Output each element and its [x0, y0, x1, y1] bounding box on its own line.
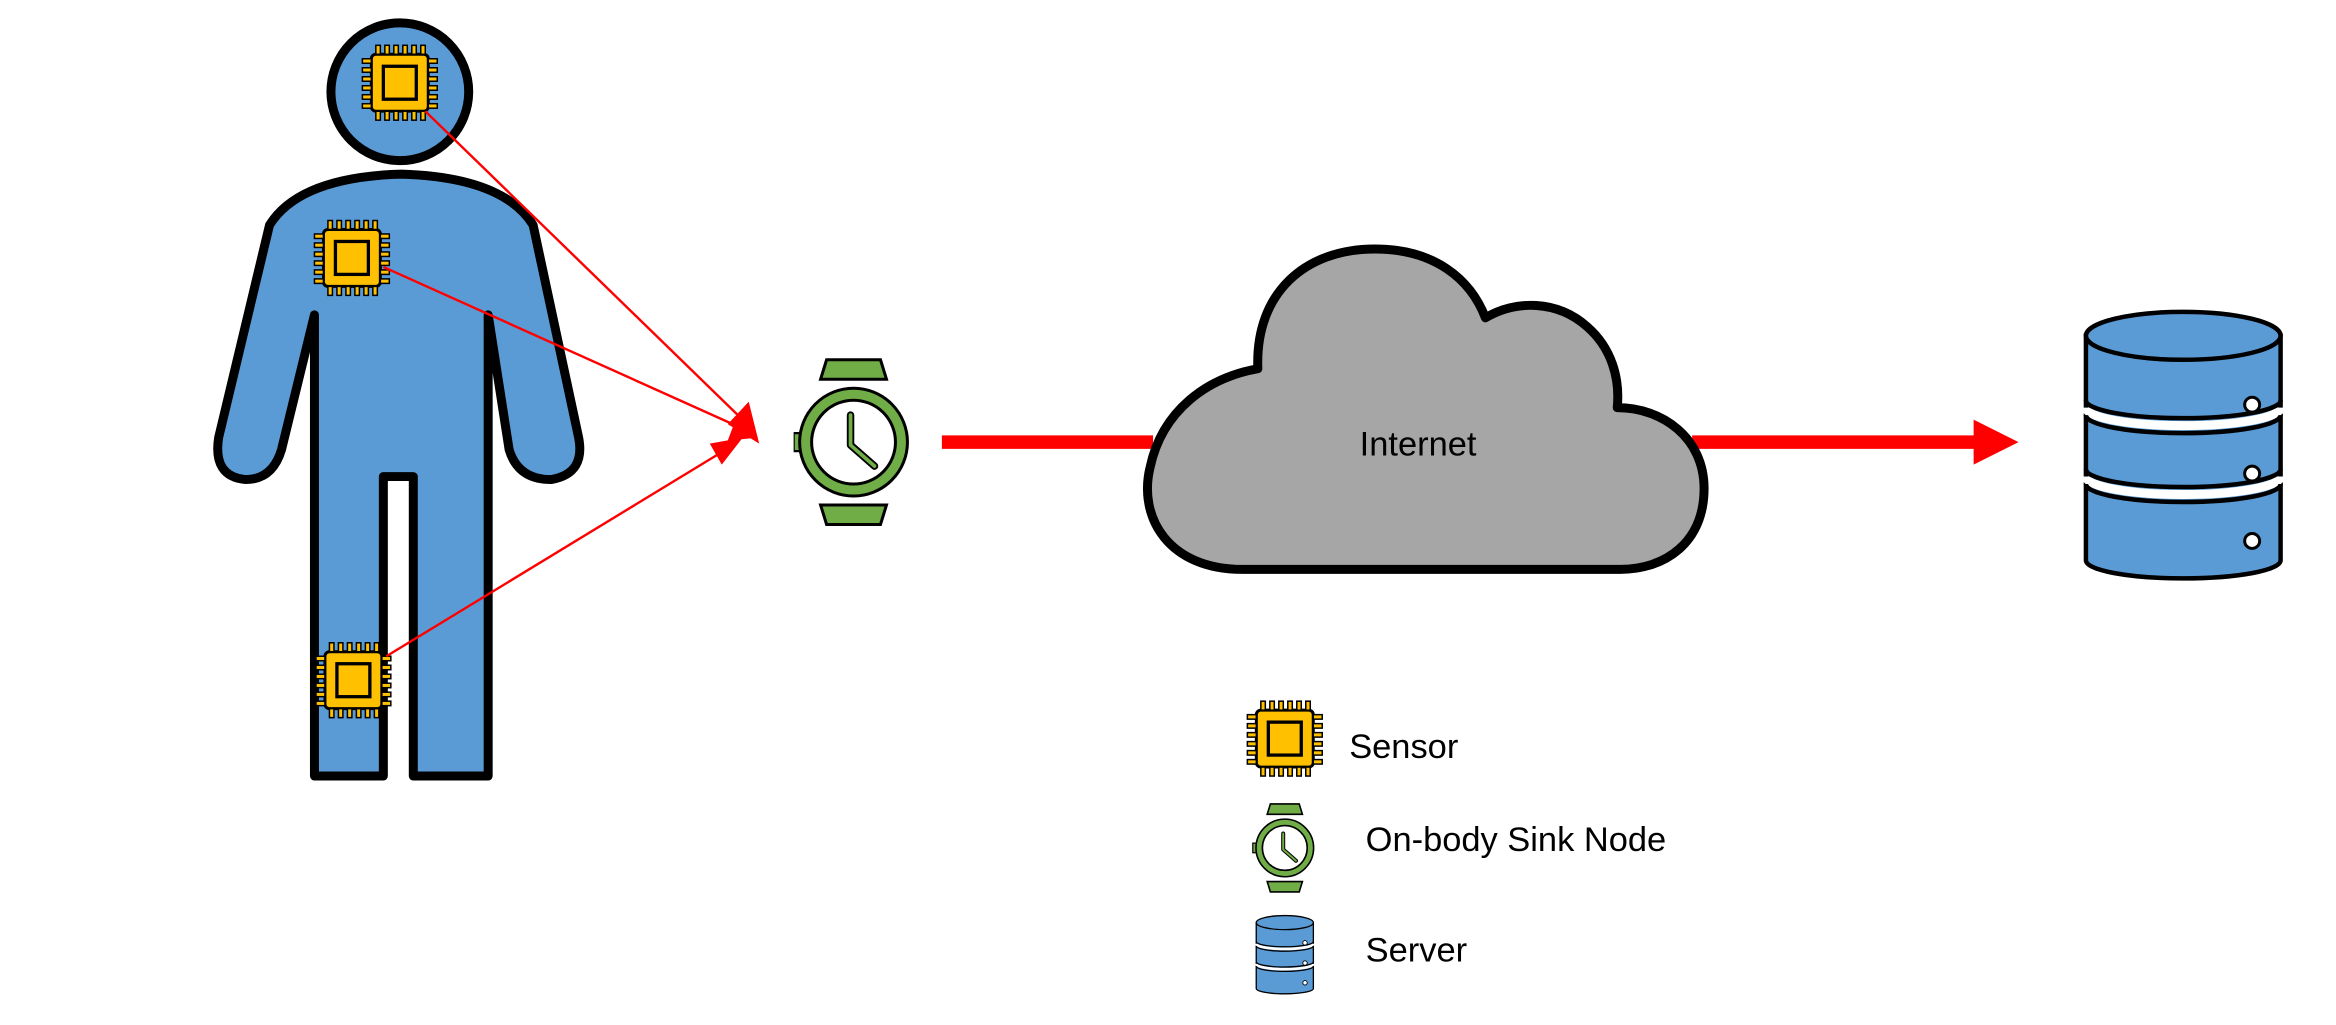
sink-node-watch-icon — [794, 360, 908, 525]
legend-label-sink-node: On-body Sink Node — [1366, 821, 1667, 859]
arrowhead-chest-link — [727, 416, 758, 441]
link-chest-to-sink — [382, 265, 744, 430]
sensor-leg-icon — [314, 641, 393, 720]
legend: Sensor On-body Sink Node Server — [1245, 699, 1667, 995]
legend-server-icon — [1254, 914, 1315, 995]
legend-watch-icon — [1253, 804, 1314, 892]
sensor-head-icon — [360, 43, 439, 122]
legend-label-server: Server — [1366, 932, 1467, 970]
internet-label: Internet — [1360, 426, 1477, 464]
internet-cloud-icon — [1142, 244, 1709, 574]
arrowhead-leg-link — [709, 437, 743, 465]
human-figure — [213, 18, 585, 781]
wireless-links — [382, 110, 750, 658]
legend-sensor-icon — [1245, 699, 1324, 778]
human-body — [213, 169, 585, 781]
link-leg-to-sink — [385, 445, 732, 658]
legend-label-sensor: Sensor — [1349, 728, 1458, 766]
arrowhead-to-server — [1973, 419, 2019, 465]
link-head-to-sink — [424, 110, 750, 427]
sensor-chest-icon — [312, 219, 391, 297]
server-icon — [2086, 312, 2281, 579]
